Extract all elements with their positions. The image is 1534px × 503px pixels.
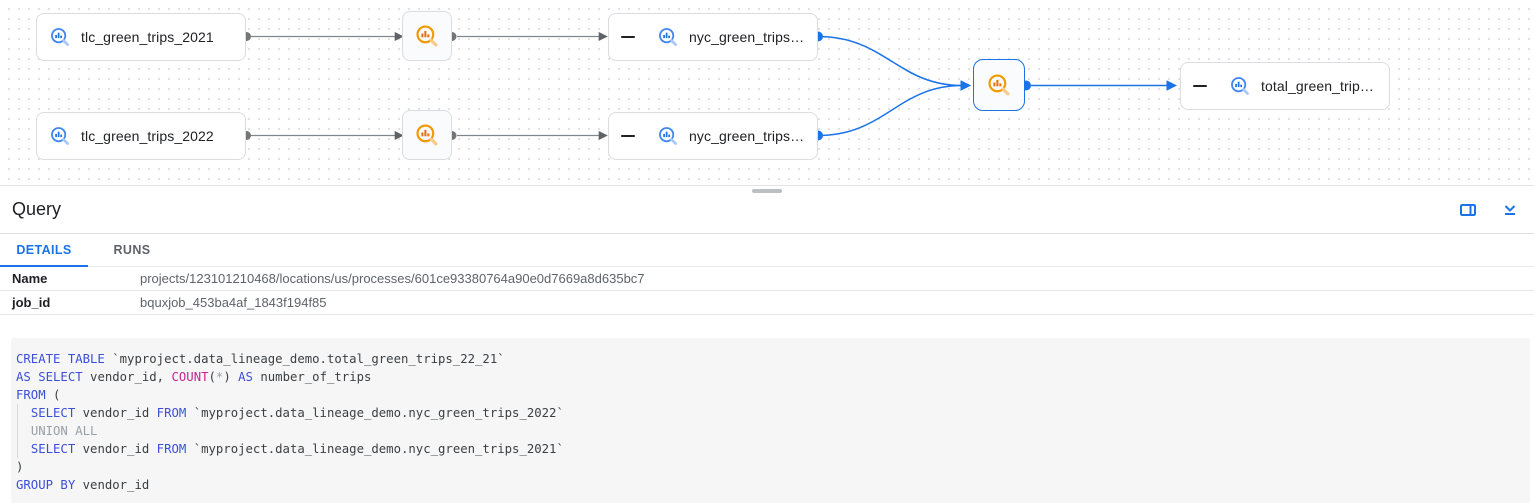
lineage-graph-canvas[interactable]: tlc_green_trips_2021 tlc_green_trips_202… <box>0 0 1534 186</box>
code-line: AS SELECT vendor_id, COUNT(*) AS number_… <box>16 370 372 384</box>
node-tlc-green-trips-2022[interactable]: tlc_green_trips_2022 <box>36 112 246 160</box>
node-label: nyc_green_trips… <box>689 29 805 45</box>
query-details-panel: Query DETAILS RUNS Name projects/1231012… <box>0 186 1534 503</box>
minus-icon[interactable] <box>621 36 635 38</box>
bigquery-table-icon <box>49 125 71 147</box>
bigquery-table-icon <box>1229 75 1251 97</box>
node-total-green-trips[interactable]: total_green_trip… <box>1180 62 1390 110</box>
bigquery-table-icon <box>49 26 71 48</box>
sql-query-code: CREATE TABLE `myproject.data_lineage_dem… <box>11 338 1530 503</box>
node-label: tlc_green_trips_2021 <box>81 29 214 45</box>
panel-header: Query <box>0 186 1534 233</box>
tab-details[interactable]: DETAILS <box>0 234 88 267</box>
split-view-icon[interactable] <box>1458 200 1478 220</box>
panel-title: Query <box>12 199 62 219</box>
code-line: SELECT vendor_id FROM `myproject.data_li… <box>30 406 564 420</box>
panel-resize-handle[interactable] <box>752 189 782 193</box>
code-line: ) <box>16 460 24 474</box>
code-line: UNION ALL <box>30 424 98 438</box>
query-process-icon <box>414 122 440 148</box>
minus-icon[interactable] <box>1193 85 1207 87</box>
node-nyc-green-trips-2021[interactable]: nyc_green_trips… <box>608 13 818 61</box>
node-tlc-green-trips-2021[interactable]: tlc_green_trips_2021 <box>36 13 246 61</box>
node-label: tlc_green_trips_2022 <box>81 128 214 144</box>
field-row-job-id: job_id bquxjob_453ba4af_1843f194f85 <box>0 291 1534 315</box>
node-process-query-1[interactable] <box>402 11 452 61</box>
code-line: FROM ( <box>16 388 61 402</box>
code-line: SELECT vendor_id FROM `myproject.data_li… <box>30 442 564 456</box>
field-label: job_id <box>12 295 51 310</box>
node-label: nyc_green_trips… <box>689 128 805 144</box>
collapse-panel-icon[interactable] <box>1500 200 1520 220</box>
field-row-name: Name projects/123101210468/locations/us/… <box>0 267 1534 291</box>
node-nyc-green-trips-2022[interactable]: nyc_green_trips… <box>608 112 818 160</box>
node-process-query-2[interactable] <box>402 110 452 160</box>
minus-icon[interactable] <box>621 135 635 137</box>
field-value: projects/123101210468/locations/us/proce… <box>140 271 645 286</box>
field-label: Name <box>12 271 48 286</box>
tab-runs[interactable]: RUNS <box>113 243 151 257</box>
bigquery-table-icon <box>657 26 679 48</box>
field-value: bquxjob_453ba4af_1843f194f85 <box>140 295 327 310</box>
node-label: total_green_trip… <box>1261 78 1374 94</box>
query-process-icon <box>986 72 1012 98</box>
node-process-query-selected[interactable] <box>973 59 1025 111</box>
code-line: GROUP BY vendor_id <box>16 478 150 492</box>
bigquery-table-icon <box>657 125 679 147</box>
indent-guide <box>17 404 18 458</box>
panel-tabs: DETAILS RUNS <box>0 233 1534 267</box>
code-line: CREATE TABLE `myproject.data_lineage_dem… <box>16 352 505 366</box>
query-process-icon <box>414 23 440 49</box>
